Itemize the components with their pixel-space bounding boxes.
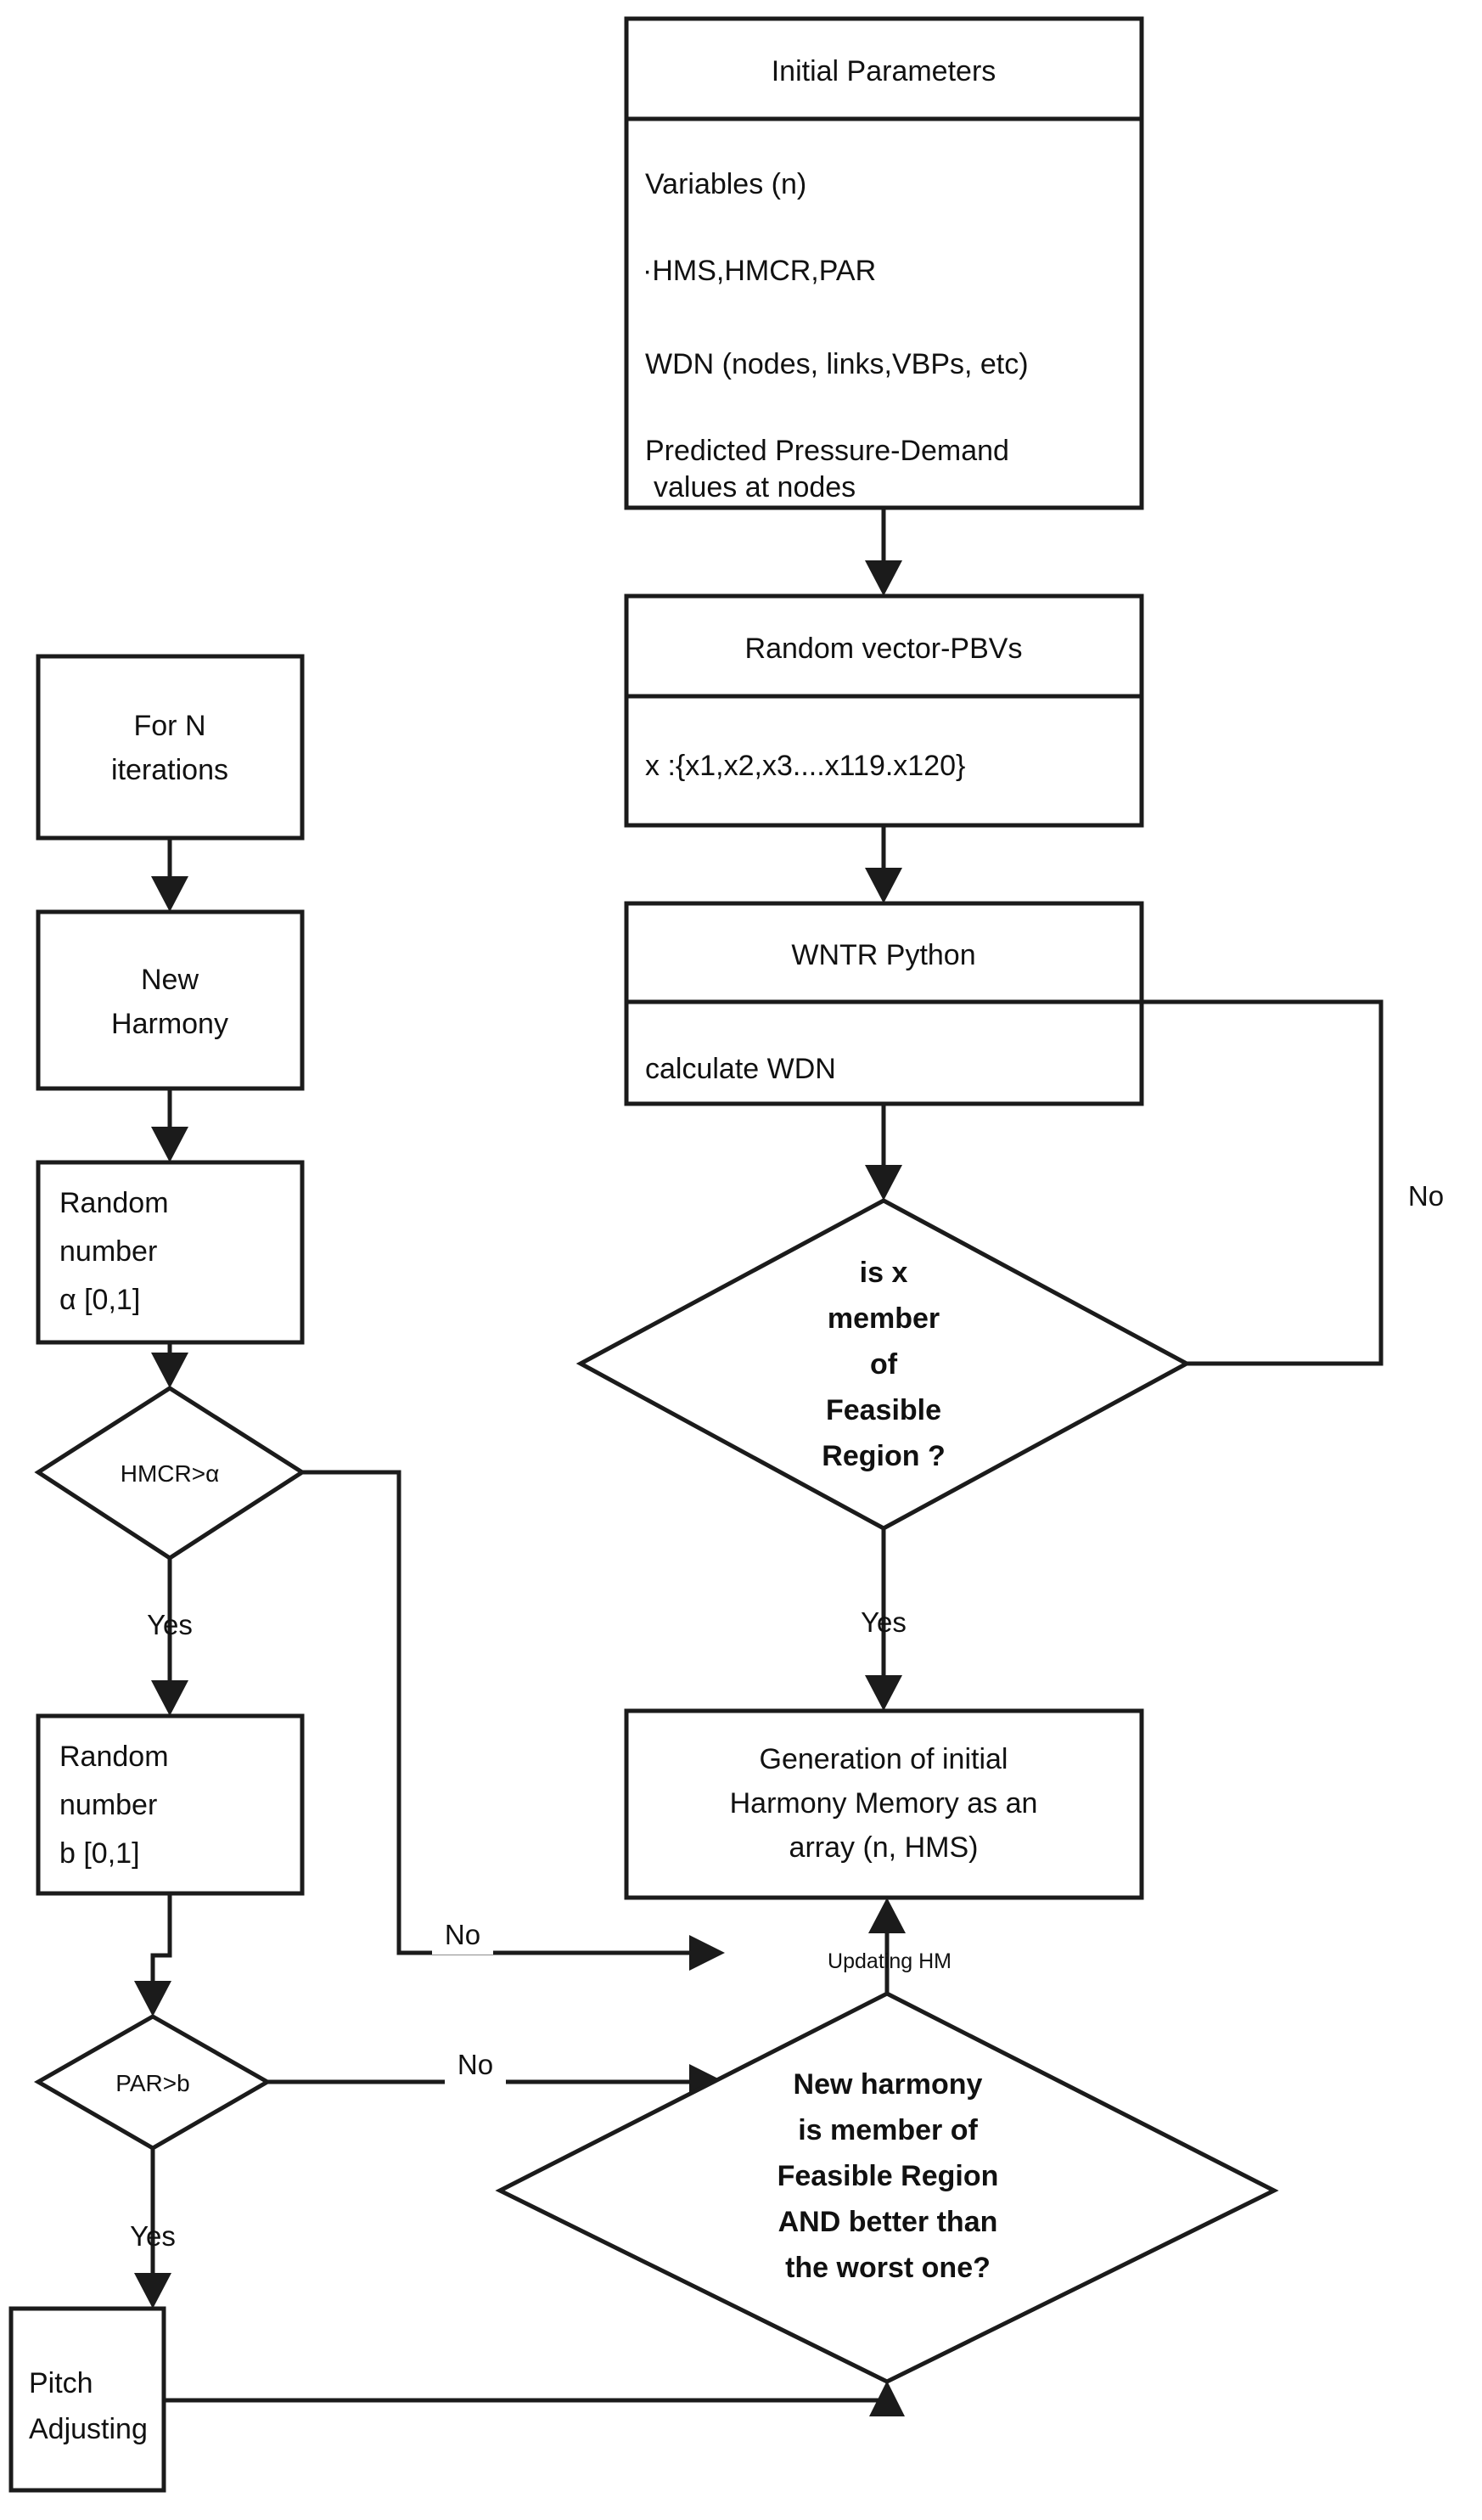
node-initial-parameters[interactable] [624,16,1144,510]
random-vector-header: Random vector-PBVs [745,633,1023,665]
new-harmony-decision-line-1: New harmony [794,2068,983,2101]
connector-forn-to-newharmony [151,838,188,912]
node-generation-harmony-memory[interactable] [624,1708,1144,1900]
edge-label-hmcr-yes: Yes [147,1609,193,1640]
edge-label-par-no-top: No [458,2049,493,2080]
initial-parameters-header: Initial Parameters [772,55,996,87]
node-pitch-adjusting[interactable] [8,2306,166,2493]
wntr-python-line-1: calculate WDN [645,1053,836,1085]
node-new-harmony-decision[interactable] [495,1991,1279,2384]
initial-parameters-line-1: Variables (n) [645,168,806,200]
node-new-harmony[interactable] [36,909,305,1091]
wntr-python-header: WNTR Python [791,939,975,971]
random-alpha-line-2: number [59,1235,157,1268]
pitch-adjusting-line-2: Adjusting [29,2413,148,2445]
new-harmony-decision-line-4: AND better than [778,2206,998,2238]
generation-hm-line-2: Harmony Memory as an [730,1787,1038,1820]
new-harmony-line-1: New [141,964,199,996]
edge-label-updating-hm: Updating HM [828,1949,952,1973]
node-hmcr-decision[interactable] [34,1386,306,1561]
edge-label-par-yes: Yes [130,2220,176,2252]
connector-par-yes-to-pitch [134,2148,171,2309]
pitch-adjusting-line-1: Pitch [29,2367,93,2399]
edge-label-hmcr-no-top: No [445,1919,480,1950]
random-b-line-3: b [0,1] [59,1837,140,1870]
connector-newharmonydiamond-to-generation [868,1898,906,1994]
label-gap-par-no [445,2056,506,2085]
connector-randomb-to-par [134,1893,172,2017]
for-n-line-2: iterations [111,754,228,786]
feasible-decision-line-4: Feasible [826,1394,941,1426]
initial-parameters-line-3: WDN (nodes, links,VBPs, etc) [645,348,1029,380]
feasible-decision-line-5: Region ? [822,1440,945,1472]
connector-wntr-to-feasible [865,1104,902,1201]
connector-initialparams-to-randomvector [865,508,902,596]
feasible-decision-line-2: member [828,1302,940,1335]
node-par-decision[interactable] [33,2014,272,2151]
feasible-decision-line-3: of [870,1348,898,1381]
connector-hmcr-yes-to-randomb [151,1558,188,1716]
random-b-line-1: Random [59,1741,169,1773]
edge-label-feasible-yes: Yes [861,1606,907,1638]
connector-newharmony-to-randomalpha [151,1088,188,1162]
node-wntr-python[interactable] [624,901,1144,1106]
generation-hm-line-1: Generation of initial [760,1743,1008,1775]
new-harmony-decision-line-2: is member of [798,2114,978,2146]
generation-hm-line-3: array (n, HMS) [789,1831,979,1864]
connector-pitch-to-newharmonydiamond [164,2381,905,2416]
new-harmony-decision-line-5: the worst one? [785,2252,991,2284]
random-b-line-2: number [59,1789,157,1821]
initial-parameters-line-5: values at nodes [654,471,856,503]
node-for-n-iterations[interactable] [36,654,305,841]
node-random-number-alpha[interactable] [36,1160,305,1345]
feasible-decision-line-1: is x [860,1257,908,1289]
label-gap-hmcr-no [432,1926,493,1955]
initial-parameters-line-2: ·HMS,HMCR,PAR [643,255,876,287]
connector-feasible-yes-to-generation [865,1528,902,1711]
edge-label-feasible-no: No [1408,1180,1444,1212]
connector-hmcr-no-to-newharmonydiamond [302,1470,725,1971]
node-feasible-region-decision[interactable] [575,1198,1192,1531]
initial-parameters-line-4: Predicted Pressure-Demand [645,435,1009,467]
random-vector-line-1: x :{x1,x2,x3....x119.x120} [645,750,965,782]
connector-randomvector-to-wntr [865,825,902,903]
par-decision-label: PAR>b [115,2070,189,2096]
hmcr-decision-label: HMCR>α [121,1460,220,1487]
node-random-number-b[interactable] [36,1713,305,1896]
random-alpha-line-3: α [0,1] [59,1284,140,1316]
new-harmony-line-2: Harmony [111,1008,228,1040]
new-harmony-decision-line-3: Feasible Region [777,2160,999,2192]
connector-randomalpha-to-hmcr [151,1342,188,1388]
random-alpha-line-1: Random [59,1187,169,1219]
node-random-vector-pbvs[interactable] [624,593,1144,828]
for-n-line-1: For N [134,710,206,742]
